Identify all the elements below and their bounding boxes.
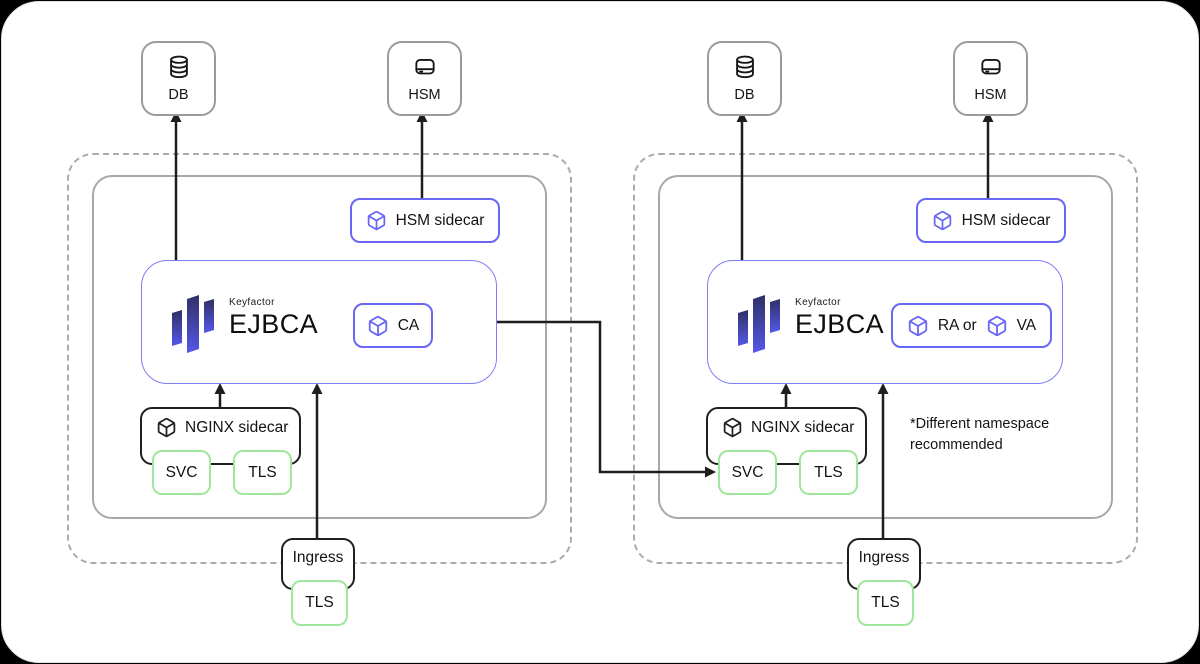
hsm-label: HSM — [408, 87, 441, 103]
svc-label: SVC — [731, 463, 764, 481]
product-label: EJBCA — [229, 309, 319, 339]
svc-label: SVC — [165, 463, 198, 481]
nginx-sidecar-label: NGINX sidecar — [751, 418, 855, 436]
cluster-ca: DB HSM HSM sidecar — [67, 41, 572, 626]
hard-drive-icon — [412, 54, 438, 85]
wordmark: Keyfactor EJBCA — [229, 297, 318, 340]
arrowhead — [705, 466, 716, 478]
arrowhead — [877, 383, 889, 394]
database-icon — [166, 54, 192, 85]
db-node-right: DB — [707, 41, 782, 116]
cube-icon — [366, 210, 387, 231]
keyfactor-logo-icon — [738, 295, 780, 353]
ejbca-box-left: Keyfactor EJBCA CA — [141, 260, 497, 384]
role-badge-ca: CA — [353, 303, 433, 348]
hard-drive-icon — [978, 54, 1004, 85]
wordmark: Keyfactor EJBCA — [795, 297, 884, 340]
tls-label: TLS — [305, 594, 334, 611]
arrow-ejbca-to-svc-cross — [495, 320, 705, 474]
product-label: EJBCA — [795, 309, 885, 339]
nginx-sidecar-label: NGINX sidecar — [185, 418, 289, 436]
hsm-label: HSM — [974, 87, 1007, 103]
ingress-label: Ingress — [292, 549, 344, 566]
keyfactor-ejbca-logo: Keyfactor EJBCA — [172, 295, 318, 353]
arrowhead — [416, 111, 428, 122]
db-node-left: DB — [141, 41, 216, 116]
keyfactor-ejbca-logo: Keyfactor EJBCA — [738, 295, 884, 353]
db-label: DB — [734, 87, 755, 103]
hsm-sidecar-left: HSM sidecar — [350, 198, 500, 243]
hsm-node-right: HSM — [953, 41, 1028, 116]
role-badge-ra-va: RA or VA — [891, 303, 1052, 348]
arrowhead — [982, 111, 994, 122]
arrowhead — [780, 383, 792, 394]
arrowhead — [311, 383, 323, 394]
ingress-label: Ingress — [858, 549, 910, 566]
cube-icon — [986, 315, 1008, 337]
hsm-sidecar-label: HSM sidecar — [395, 211, 485, 229]
hsm-sidecar-label: HSM sidecar — [961, 211, 1051, 229]
ingress-tls-box-left: TLS — [291, 580, 348, 626]
tls-label: TLS — [814, 463, 843, 481]
brand-label: Keyfactor — [795, 297, 841, 308]
hsm-sidecar-right: HSM sidecar — [916, 198, 1066, 243]
role-badge-label: CA — [397, 316, 420, 334]
tls-label: TLS — [248, 463, 277, 481]
arrowhead — [170, 111, 182, 122]
nginx-tls-box-right: TLS — [799, 450, 858, 495]
cube-icon — [907, 315, 929, 337]
pod-boundary-right — [658, 175, 1113, 519]
ejbca-box-right: Keyfactor EJBCA RA or — [707, 260, 1063, 384]
svc-box-right: SVC — [718, 450, 777, 495]
arrowhead — [214, 383, 226, 394]
tls-label: TLS — [871, 594, 900, 611]
role-badge-va-label: VA — [1016, 316, 1037, 334]
cube-icon — [932, 210, 953, 231]
cube-icon — [367, 315, 389, 337]
db-label: DB — [168, 87, 189, 103]
cluster-ra-va: DB HSM HSM sidecar — [566, 0, 1166, 664]
cube-icon — [156, 417, 177, 438]
brand-label: Keyfactor — [229, 297, 275, 308]
database-icon — [732, 54, 758, 85]
keyfactor-logo-icon — [172, 295, 214, 353]
hsm-node-left: HSM — [387, 41, 462, 116]
namespace-note: *Different namespace recommended — [910, 416, 1050, 454]
svc-box-left: SVC — [152, 450, 211, 495]
role-badge-ra-label: RA or — [937, 316, 977, 334]
nginx-tls-box-left: TLS — [233, 450, 292, 495]
pod-boundary-left — [92, 175, 547, 519]
arrowhead — [736, 111, 748, 122]
ingress-tls-box-right: TLS — [857, 580, 914, 626]
cube-icon — [722, 417, 743, 438]
